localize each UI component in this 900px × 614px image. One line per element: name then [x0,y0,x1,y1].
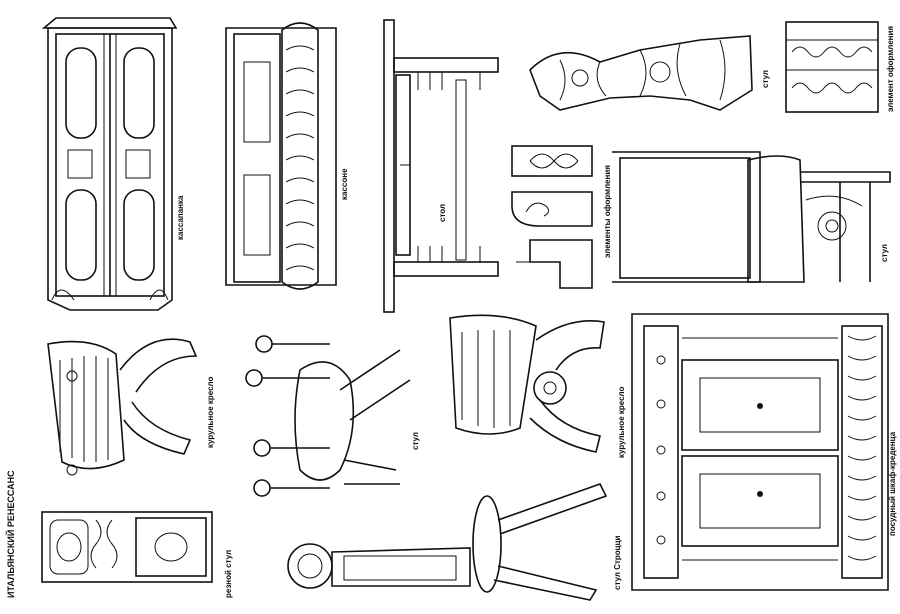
label-table: стол [438,204,447,222]
tubular-chair-drawing [245,335,411,497]
decorative-elements-drawing [511,145,593,289]
cassapanca-drawing [41,17,178,311]
label-credenza: посудный шкаф-креденца [888,431,897,536]
label-chair-2: стул [880,244,889,262]
label-chair-3: стул [411,432,420,450]
credenza-drawing [631,313,889,591]
carved-chair-drawing [41,511,213,583]
table-drawing [383,19,499,313]
label-curule-chair-2: курульное кресло [617,386,626,458]
studded-chair-drawing [612,151,891,283]
label-cassone: кассоне [340,168,349,200]
cassone-drawing [225,22,337,290]
label-curule-chair-1: курульное кресло [206,376,215,448]
decorative-element-drawing [785,21,879,113]
label-cassapanca: кассапанка [176,195,185,240]
plate-title: ИТАЛЬЯНСКИЙ РЕНЕССАНС [5,470,16,598]
label-chair-1: стул [761,70,770,88]
label-decorative-element: элемент оформления [886,26,895,112]
curule-chair-right-drawing [449,314,605,453]
label-strozzi-chair: стул Строцци [613,535,622,590]
label-decorative-elements: элементы оформления [603,165,612,258]
chair-profile-drawing [529,35,753,111]
strozzi-chair-drawing [287,483,608,601]
label-carved-chair: резной стул [224,550,233,598]
curule-chair-left-drawing [47,338,198,476]
